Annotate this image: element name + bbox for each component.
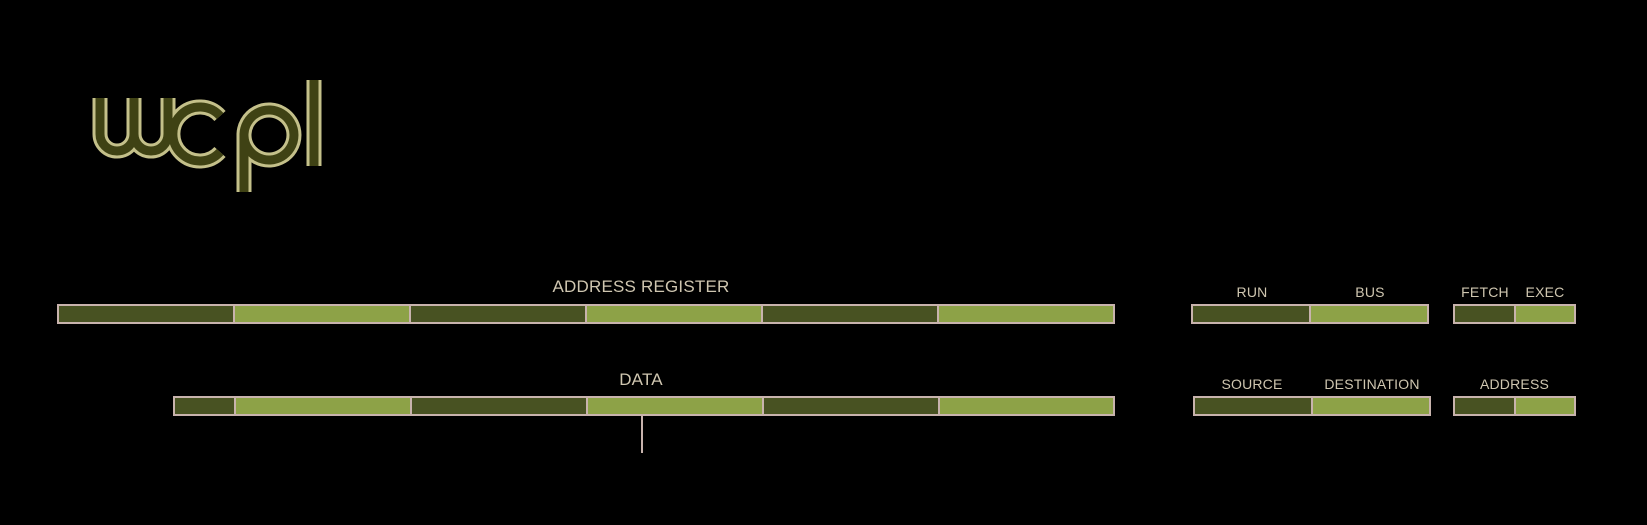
fetch-exec-bar	[1453, 304, 1576, 324]
source-indicator	[1195, 398, 1313, 414]
data-bit-4	[588, 398, 764, 414]
source-destination-bar	[1193, 396, 1431, 416]
data-bit-3	[412, 398, 588, 414]
address-bit-6	[939, 306, 1113, 322]
address-high-indicator	[1516, 398, 1574, 414]
address-bit-5	[763, 306, 939, 322]
run-indicator	[1193, 306, 1311, 322]
address-bar	[1453, 396, 1576, 416]
address-low-indicator	[1455, 398, 1516, 414]
data-bit-5	[764, 398, 940, 414]
bus-label: BUS	[1355, 284, 1385, 300]
data-bit-2	[236, 398, 412, 414]
source-label: SOURCE	[1221, 376, 1283, 392]
wcpl-logo	[92, 80, 322, 192]
exec-label: EXEC	[1525, 284, 1565, 300]
destination-indicator	[1313, 398, 1429, 414]
address-bit-4	[587, 306, 763, 322]
destination-label: DESTINATION	[1324, 376, 1420, 392]
data-bar	[173, 396, 1115, 416]
address-bit-3	[411, 306, 587, 322]
data-connector-line	[641, 416, 643, 453]
data-bit-1	[175, 398, 236, 414]
address-register-bar	[57, 304, 1115, 324]
fetch-label: FETCH	[1461, 284, 1509, 300]
exec-indicator	[1516, 306, 1574, 322]
address-bit-2	[235, 306, 411, 322]
bus-indicator	[1311, 306, 1427, 322]
address-label: ADDRESS	[1479, 376, 1550, 392]
fetch-indicator	[1455, 306, 1516, 322]
address-bit-1	[59, 306, 235, 322]
address-register-label: ADDRESS REGISTER	[552, 277, 730, 296]
run-label: RUN	[1236, 284, 1268, 300]
data-label: DATA	[619, 370, 663, 389]
data-bit-6	[940, 398, 1113, 414]
run-bus-bar	[1191, 304, 1429, 324]
